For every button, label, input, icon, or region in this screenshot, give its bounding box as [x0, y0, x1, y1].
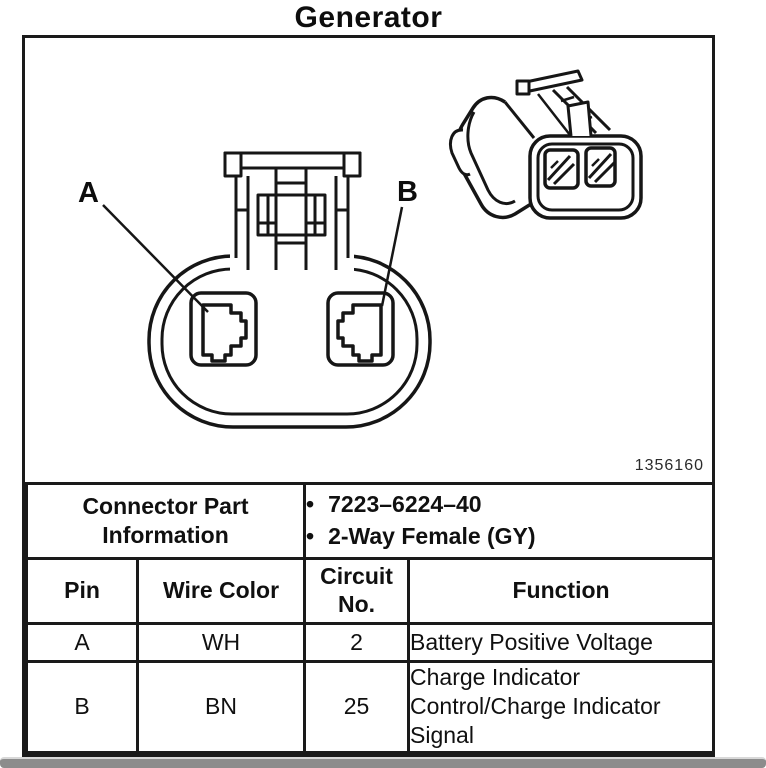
page-title: Generator [294, 1, 443, 34]
connector-perspective-view [448, 69, 643, 220]
diagram-area: A B [25, 38, 712, 482]
connector-figure-panel: A B [22, 35, 716, 757]
pin-b-label: B [397, 176, 418, 208]
part-info-row: Connector Part Information • 7223–6224–4… [24, 482, 716, 560]
part-number: 7223–6224–40 [328, 491, 482, 518]
col-header-wire-color: Wire Color [135, 557, 307, 625]
table-row: B BN 25 Charge Indicator Control/Charge … [25, 660, 716, 754]
connector-diagram: A B [78, 69, 643, 429]
pin-b-leader-line [380, 206, 404, 307]
bottom-scrollbar[interactable] [0, 757, 766, 768]
connector-type: 2-Way Female (GY) [328, 523, 536, 549]
table-row: A WH 2 Battery Positive Voltage [25, 622, 716, 663]
cell-pin: A [25, 622, 139, 663]
cell-function: Battery Positive Voltage [407, 622, 716, 663]
cell-wire-color: BN [135, 660, 307, 754]
col-header-circuit-no: Circuit No. [303, 557, 411, 625]
part-info-item: • 7223–6224–40 [306, 490, 711, 520]
cell-circuit-no: 25 [303, 660, 411, 754]
mounting-bracket [223, 151, 362, 270]
cell-wire-color: WH [135, 622, 307, 663]
part-info-item: • 2-Way Female (GY) [306, 522, 711, 552]
bullet-icon: • [306, 491, 315, 518]
cell-pin: B [25, 660, 139, 754]
connector-front-view: A B [78, 151, 432, 429]
pin-b-terminal [336, 303, 383, 363]
pin-a-label: A [78, 177, 99, 209]
table-header-row: Pin Wire Color Circuit No. Function [25, 557, 716, 625]
figure-number: 1356160 [634, 457, 704, 474]
bullet-icon: • [306, 523, 315, 549]
pin-a-leader-line [102, 204, 209, 313]
cell-circuit-no: 2 [303, 622, 411, 663]
cell-function: Charge Indicator Control/Charge Indicato… [407, 660, 716, 754]
col-header-pin: Pin [25, 557, 139, 625]
connector-table: Connector Part Information • 7223–6224–4… [24, 482, 716, 754]
part-info-label: Connector Part Information [24, 482, 307, 560]
part-info-values: • 7223–6224–40 • 2-Way Female (GY) [303, 482, 716, 560]
pin-a-terminal [201, 303, 248, 363]
col-header-function: Function [407, 557, 716, 625]
